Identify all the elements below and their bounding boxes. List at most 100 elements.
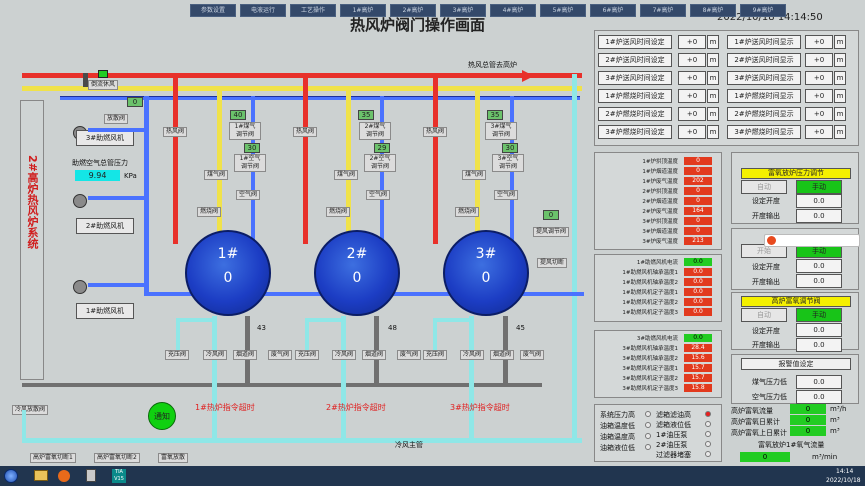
furnace-1-flue-valve[interactable]: 烟道阀 bbox=[233, 350, 258, 360]
blower-1-button[interactable]: 1#助燃风机 bbox=[76, 303, 134, 319]
taskbar-item-11[interactable]: 8#高炉 bbox=[690, 4, 736, 17]
furnace-1-air-cut-valve[interactable]: 空气阀 bbox=[236, 190, 261, 200]
furnace-1-cold-valve[interactable]: 冷风阀 bbox=[203, 350, 228, 360]
furnace-3-air-cut-valve[interactable]: 空气阀 bbox=[494, 190, 519, 200]
furnace-1-hot-valve[interactable]: 热风阀 bbox=[163, 127, 188, 137]
blower-2-button[interactable]: 2#助燃风机 bbox=[76, 218, 134, 234]
furnace-1-hot-pipe bbox=[173, 74, 178, 244]
taskbar-item-9[interactable]: 6#高炉 bbox=[590, 4, 636, 17]
bypass-valve-icon[interactable] bbox=[98, 70, 108, 78]
furnace-2-air-valve-text: 2#空气调节阀 bbox=[369, 155, 391, 170]
furnace-3-cold-valve[interactable]: 冷风阀 bbox=[460, 350, 485, 360]
start-button-icon[interactable] bbox=[4, 469, 18, 483]
furnace-3-gas-cut-valve[interactable]: 煤气阀 bbox=[462, 170, 487, 180]
time-set-value-5[interactable]: +0 bbox=[678, 107, 706, 121]
alarm-right-indicator-icon-2 bbox=[705, 421, 711, 427]
temp-value-7: 0 bbox=[684, 217, 712, 225]
time-show-label-3[interactable]: 3#炉送风时间显示 bbox=[727, 71, 801, 85]
taskbar-item-4[interactable]: 1#高炉 bbox=[340, 4, 386, 17]
time-set-value-6[interactable]: +0 bbox=[678, 125, 706, 139]
furnace-1-waste-valve[interactable]: 废气阀 bbox=[268, 350, 293, 360]
oxygen-pressure-auto[interactable]: 自动 bbox=[741, 180, 787, 194]
time-set-value-1[interactable]: +0 bbox=[678, 35, 706, 49]
time-set-label-6[interactable]: 3#炉燃烧时间设定 bbox=[598, 125, 672, 139]
furnace-3-air-valve-label[interactable]: 3#空气调节阀 bbox=[492, 154, 524, 172]
furnace-1-burn-valve[interactable]: 燃烧阀 bbox=[197, 207, 222, 217]
middle-set-value[interactable]: 0.0 bbox=[796, 259, 842, 273]
time-show-label-2[interactable]: 2#炉送风时间显示 bbox=[727, 53, 801, 67]
time-set-label-4[interactable]: 1#炉燃烧时间设定 bbox=[598, 89, 672, 103]
media-player-icon[interactable] bbox=[58, 470, 70, 482]
oxygen-flow-manual[interactable]: 手动 bbox=[796, 308, 842, 322]
taskbar-item-3[interactable]: 工艺操作 bbox=[290, 4, 336, 17]
taskbar-item-8[interactable]: 5#高炉 bbox=[540, 4, 586, 17]
time-set-value-2[interactable]: +0 bbox=[678, 53, 706, 67]
blower-3-button[interactable]: 3#助燃风机 bbox=[76, 130, 134, 146]
time-set-value-4[interactable]: +0 bbox=[678, 89, 706, 103]
furnace-3-charge-valve[interactable]: 充压阀 bbox=[423, 350, 448, 360]
furnace-2-burn-valve[interactable]: 燃烧阀 bbox=[326, 207, 351, 217]
furnace-2-air-cut-valve[interactable]: 空气阀 bbox=[366, 190, 391, 200]
furnace-3-hot-valve[interactable]: 热风阀 bbox=[423, 127, 448, 137]
blower-1-icon[interactable] bbox=[73, 280, 87, 294]
toolbar-logo-icon[interactable] bbox=[767, 236, 776, 245]
furnace-2-air-valve-label[interactable]: 2#空气调节阀 bbox=[364, 154, 396, 172]
time-show-label-4[interactable]: 1#炉燃烧时间显示 bbox=[727, 89, 801, 103]
time-show-label-1[interactable]: 1#炉送风时间显示 bbox=[727, 35, 801, 49]
calculator-icon[interactable] bbox=[86, 469, 96, 482]
taskbar-item-1[interactable]: 参数设置 bbox=[190, 4, 236, 17]
furnace-2-waste-valve[interactable]: 废气阀 bbox=[397, 350, 422, 360]
furnace-3-gas-valve-label[interactable]: 3#煤气调节阀 bbox=[485, 122, 517, 140]
furnace-3-flue-valve[interactable]: 烟道阀 bbox=[490, 350, 515, 360]
furnace-1-charge-valve[interactable]: 充压阀 bbox=[165, 350, 190, 360]
cold-release-label[interactable]: 冷风放散阀 bbox=[12, 405, 49, 415]
time-set-label-1[interactable]: 1#炉送风时间设定 bbox=[598, 35, 672, 49]
oxygen-flow-set-value[interactable]: 0.0 bbox=[796, 323, 842, 337]
furnace-3-burn-valve[interactable]: 燃烧阀 bbox=[455, 207, 480, 217]
time-set-label-3[interactable]: 3#炉送风时间设定 bbox=[598, 71, 672, 85]
furnace-2[interactable]: 2# 0 bbox=[314, 230, 400, 316]
taskbar-item-2[interactable]: 电液运行 bbox=[240, 4, 286, 17]
taskbar-item-6[interactable]: 3#高炉 bbox=[440, 4, 486, 17]
furnace-2-cold-valve[interactable]: 冷风阀 bbox=[332, 350, 357, 360]
time-show-label-6[interactable]: 3#炉燃烧时间显示 bbox=[727, 125, 801, 139]
furnace-2-charge-valve[interactable]: 充压阀 bbox=[295, 350, 320, 360]
pressure-unit: KPa bbox=[124, 172, 137, 180]
floating-toolbar[interactable] bbox=[764, 234, 860, 247]
furnace-1-gas-valve-label[interactable]: 1#煤气调节阀 bbox=[229, 122, 261, 140]
gas-low-value[interactable]: 0.0 bbox=[796, 375, 842, 389]
taskbar-item-7[interactable]: 4#高炉 bbox=[490, 4, 536, 17]
lift-valve-label[interactable]: 提风调节阀 bbox=[533, 227, 570, 237]
oxygen-furnace-value: 0 bbox=[740, 452, 790, 462]
release-valve-label[interactable]: 放散阀 bbox=[104, 114, 129, 124]
taskbar-item-10[interactable]: 7#高炉 bbox=[640, 4, 686, 17]
time-set-unit-2: m bbox=[707, 53, 719, 67]
furnace-1-air-valve-label[interactable]: 1#空气调节阀 bbox=[234, 154, 266, 172]
notify-button[interactable]: 通知 bbox=[148, 402, 176, 430]
oxygen-pressure-manual[interactable]: 手动 bbox=[796, 180, 842, 194]
time-show-label-5[interactable]: 2#炉燃烧时间显示 bbox=[727, 107, 801, 121]
time-set-label-5[interactable]: 2#炉燃烧时间设定 bbox=[598, 107, 672, 121]
lift-cut-label[interactable]: 提风切断 bbox=[537, 258, 568, 268]
furnace-1-gas-cut-valve[interactable]: 煤气阀 bbox=[204, 170, 229, 180]
furnace-2-hot-valve[interactable]: 热风阀 bbox=[293, 127, 318, 137]
enrich-release-label[interactable]: 富氧放散 bbox=[158, 453, 189, 463]
taskbar-item-12[interactable]: 9#高炉 bbox=[740, 4, 786, 17]
furnace-3-waste-valve[interactable]: 废气阀 bbox=[520, 350, 545, 360]
explorer-icon[interactable] bbox=[34, 470, 48, 481]
furnace-2-flue-valve[interactable]: 烟道阀 bbox=[362, 350, 387, 360]
enrich-valve-1-label[interactable]: 高炉富氧切断1 bbox=[30, 453, 76, 463]
furnace-1[interactable]: 1# 0 bbox=[185, 230, 271, 316]
air-low-value[interactable]: 0.0 bbox=[796, 390, 842, 404]
furnace-3[interactable]: 3# 0 bbox=[443, 230, 529, 316]
oxygen-pressure-set-value[interactable]: 0.0 bbox=[796, 194, 842, 208]
taskbar-item-5[interactable]: 2#高炉 bbox=[390, 4, 436, 17]
furnace-2-gas-valve-label[interactable]: 2#煤气调节阀 bbox=[359, 122, 391, 140]
time-set-label-2[interactable]: 2#炉送风时间设定 bbox=[598, 53, 672, 67]
oxygen-flow-auto[interactable]: 自动 bbox=[741, 308, 787, 322]
blower-2-icon[interactable] bbox=[73, 194, 87, 208]
time-set-value-3[interactable]: +0 bbox=[678, 71, 706, 85]
enrich-valve-2-label[interactable]: 高炉富氧切断2 bbox=[94, 453, 140, 463]
furnace-2-gas-cut-valve[interactable]: 煤气阀 bbox=[334, 170, 359, 180]
